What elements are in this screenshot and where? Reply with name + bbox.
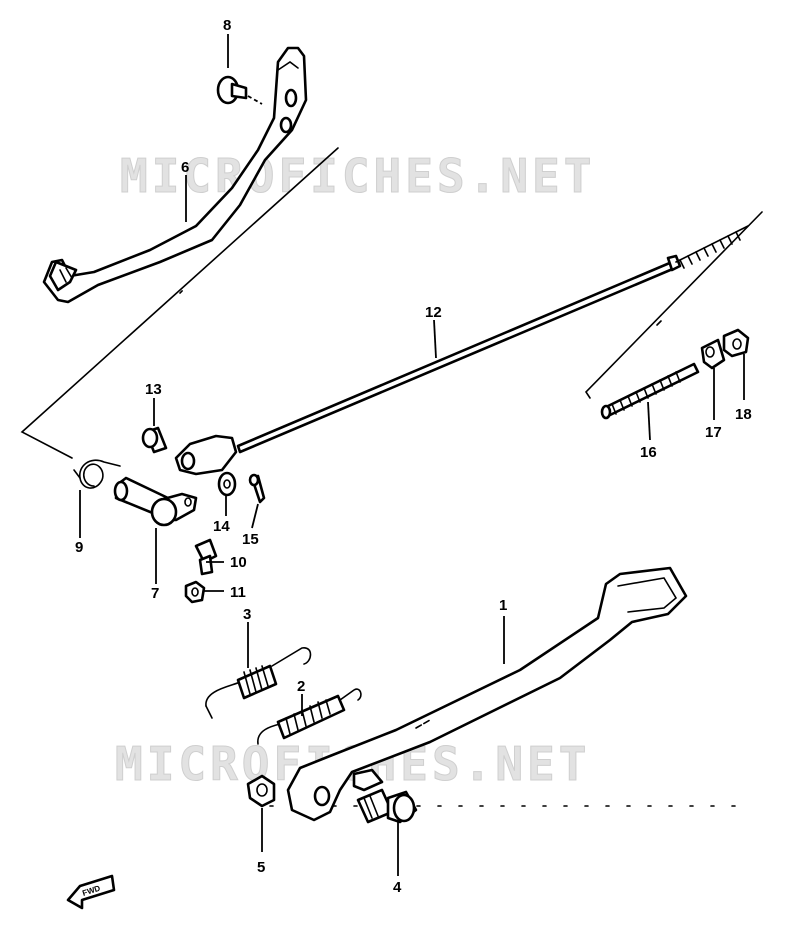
- washer: [217, 471, 237, 497]
- forward-arrow-icon: FWD: [66, 874, 116, 910]
- callout-12: 12: [425, 304, 442, 321]
- callout-6: 6: [181, 159, 189, 176]
- callout-numbers: 8 6 12 13 9 7 14 15 10 11 16 17 18 1 3 2…: [75, 17, 752, 896]
- brake-pedal: [42, 46, 308, 304]
- assembly-outline-lines: [20, 147, 763, 807]
- callout-1: 1: [499, 597, 507, 614]
- clevis-pin: [141, 426, 168, 454]
- callout-16: 16: [640, 444, 657, 461]
- cotter-pin: [248, 473, 266, 504]
- callout-15: 15: [242, 531, 259, 548]
- callout-18: 18: [735, 406, 752, 423]
- bolt: [194, 538, 218, 576]
- callout-7: 7: [151, 585, 159, 602]
- callout-14: 14: [213, 518, 230, 535]
- callout-3: 3: [243, 606, 251, 623]
- callout-10: 10: [230, 554, 247, 571]
- adjuster-nut: [722, 328, 750, 358]
- return-spring: [73, 459, 121, 489]
- spring-large: [205, 647, 312, 719]
- callout-11: 11: [230, 584, 246, 601]
- callout-2: 2: [297, 678, 305, 695]
- adjuster-joint: [700, 338, 726, 370]
- pedal-bolt: [216, 75, 263, 105]
- callout-4: 4: [393, 879, 402, 896]
- side-stand-bolt: [356, 788, 418, 824]
- side-stand-nut: [246, 774, 276, 808]
- spring-small: [257, 688, 362, 745]
- watermark-top: MICROFICHES.NET: [120, 149, 595, 203]
- callout-9: 9: [75, 539, 83, 556]
- leader-lines: [79, 34, 745, 876]
- callout-8: 8: [223, 17, 231, 34]
- callout-13: 13: [145, 381, 162, 398]
- nut: [184, 580, 206, 604]
- callout-5: 5: [257, 859, 265, 876]
- side-stand: [286, 566, 688, 822]
- callout-17: 17: [705, 424, 722, 441]
- brake-rod: [174, 225, 749, 476]
- adjuster-spring: [600, 362, 700, 420]
- brake-shaft: [113, 476, 198, 527]
